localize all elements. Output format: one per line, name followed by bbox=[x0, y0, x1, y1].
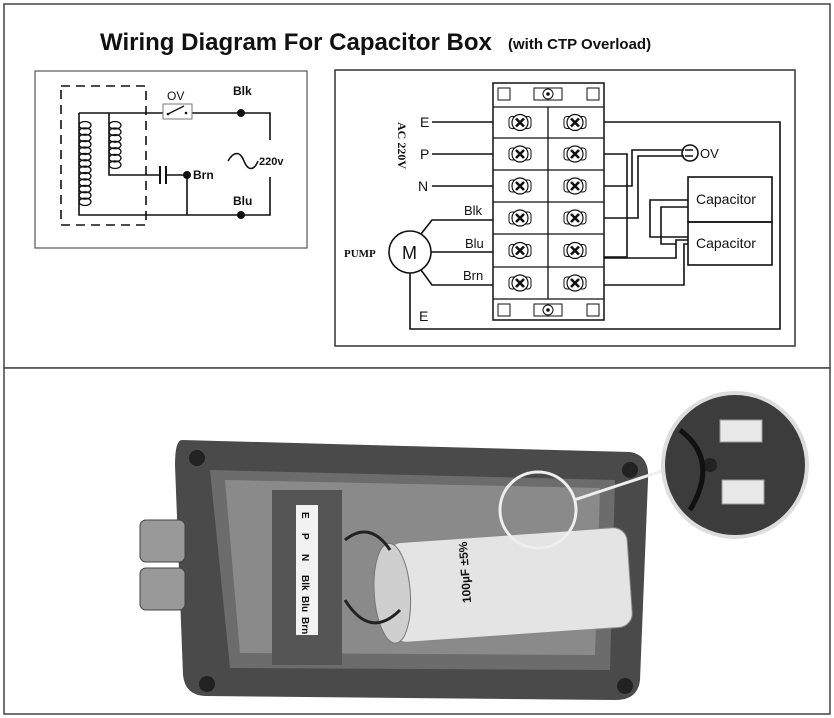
ac-source-icon bbox=[227, 152, 259, 170]
photo-terminal-label: N bbox=[299, 554, 310, 561]
coil-loop bbox=[78, 178, 92, 187]
overload-protector-icon bbox=[681, 144, 699, 162]
terminal-screw-icon bbox=[563, 113, 587, 132]
photo-terminal-label: Blu bbox=[299, 596, 310, 612]
terminal-screw-icon bbox=[563, 177, 587, 195]
coil-loop bbox=[108, 147, 122, 157]
overload-switch bbox=[162, 103, 193, 120]
coil-loop bbox=[78, 133, 92, 143]
brn-terminal-dot bbox=[183, 171, 191, 179]
mount-square bbox=[586, 303, 600, 317]
terminal-block bbox=[492, 82, 605, 321]
cable-gland-top bbox=[139, 519, 186, 563]
terminal-screw-icon bbox=[508, 274, 532, 292]
motor-schematic: OV Blk Blu Brn 220v bbox=[34, 70, 308, 249]
motor-housing-outline bbox=[60, 85, 147, 226]
mount-square bbox=[586, 87, 600, 101]
motor-wire-blk-label: Blk bbox=[464, 203, 483, 218]
highlight-circle bbox=[498, 470, 578, 550]
magnified-detail bbox=[661, 391, 809, 539]
pump-label: PUMP bbox=[344, 248, 376, 260]
capacitor-1-label: Capacitor bbox=[696, 191, 756, 207]
coil-loop bbox=[108, 160, 122, 170]
cable-gland-bottom bbox=[139, 567, 186, 611]
motor-wire-blu-label: Blu bbox=[465, 236, 484, 251]
terminal-screw-icon bbox=[563, 209, 587, 227]
overload-label: OV bbox=[700, 146, 719, 161]
photo-terminal-label: E bbox=[299, 512, 310, 519]
coil-loop bbox=[78, 171, 92, 181]
coil-loop bbox=[78, 159, 92, 168]
voltage-label: 220v bbox=[259, 156, 284, 168]
photo-capacitor-text: 100µF ±5% bbox=[456, 541, 474, 604]
input-e-label: E bbox=[420, 114, 429, 130]
blu-label: Blu bbox=[233, 194, 252, 208]
terminal-screw-icon bbox=[508, 209, 532, 227]
terminal-screw-icon bbox=[508, 145, 532, 163]
terminal-screw-icon bbox=[508, 113, 532, 132]
photo-terminal-label: Blk bbox=[299, 575, 310, 591]
start-winding-coil bbox=[108, 120, 122, 170]
coil-loop bbox=[78, 165, 92, 175]
coil-loop bbox=[108, 140, 122, 150]
diagram-title: Wiring Diagram For Capacitor Box bbox=[100, 29, 492, 56]
coil-loop bbox=[78, 191, 92, 200]
terminal-screw-icon bbox=[563, 145, 587, 163]
photo-capacitor: 100µF ±5% bbox=[373, 527, 633, 644]
blk-label: Blk bbox=[233, 84, 252, 98]
mount-square bbox=[497, 303, 511, 317]
capacitor-box-2 bbox=[687, 221, 773, 266]
photo-terminal-label: Brn bbox=[299, 617, 310, 634]
mount-screw bbox=[533, 303, 563, 317]
mount-square bbox=[497, 87, 511, 101]
terminal-wiring-diagram: E P N AC 220V M PUMP Blk Blu Brn E OV Ca… bbox=[334, 69, 796, 347]
terminal-screw-icon bbox=[508, 177, 532, 195]
coil-loop bbox=[78, 197, 92, 207]
blu-terminal-dot bbox=[237, 211, 245, 219]
coil-loop bbox=[108, 127, 122, 137]
brn-label: Brn bbox=[193, 168, 214, 182]
terminal-screw-icon bbox=[563, 274, 587, 292]
coil-loop bbox=[78, 127, 92, 136]
input-n-label: N bbox=[418, 178, 428, 194]
blk-terminal-dot bbox=[237, 109, 245, 117]
supply-label: AC 220V bbox=[395, 122, 409, 169]
coil-loop bbox=[78, 120, 92, 130]
capacitor-2-label: Capacitor bbox=[696, 235, 756, 251]
photo-terminal-label: P bbox=[299, 533, 310, 540]
coil-loop bbox=[108, 133, 122, 143]
terminal-screw-icon bbox=[563, 241, 587, 260]
main-winding-coil bbox=[78, 120, 92, 207]
earth-label: E bbox=[419, 308, 428, 324]
input-p-label: P bbox=[420, 146, 429, 162]
coil-loop bbox=[78, 152, 92, 162]
terminal-screw-icon bbox=[508, 241, 532, 260]
coil-loop bbox=[78, 184, 92, 194]
coil-loop bbox=[78, 140, 92, 149]
motor-m-label: M bbox=[402, 243, 417, 263]
diagram-subtitle: (with CTP Overload) bbox=[508, 36, 651, 53]
motor-wire-brn-label: Brn bbox=[463, 268, 483, 283]
mount-screw bbox=[533, 87, 563, 101]
coil-loop bbox=[108, 153, 122, 163]
ov-label: OV bbox=[167, 89, 184, 103]
coil-loop bbox=[108, 120, 122, 130]
coil-loop bbox=[78, 146, 92, 156]
